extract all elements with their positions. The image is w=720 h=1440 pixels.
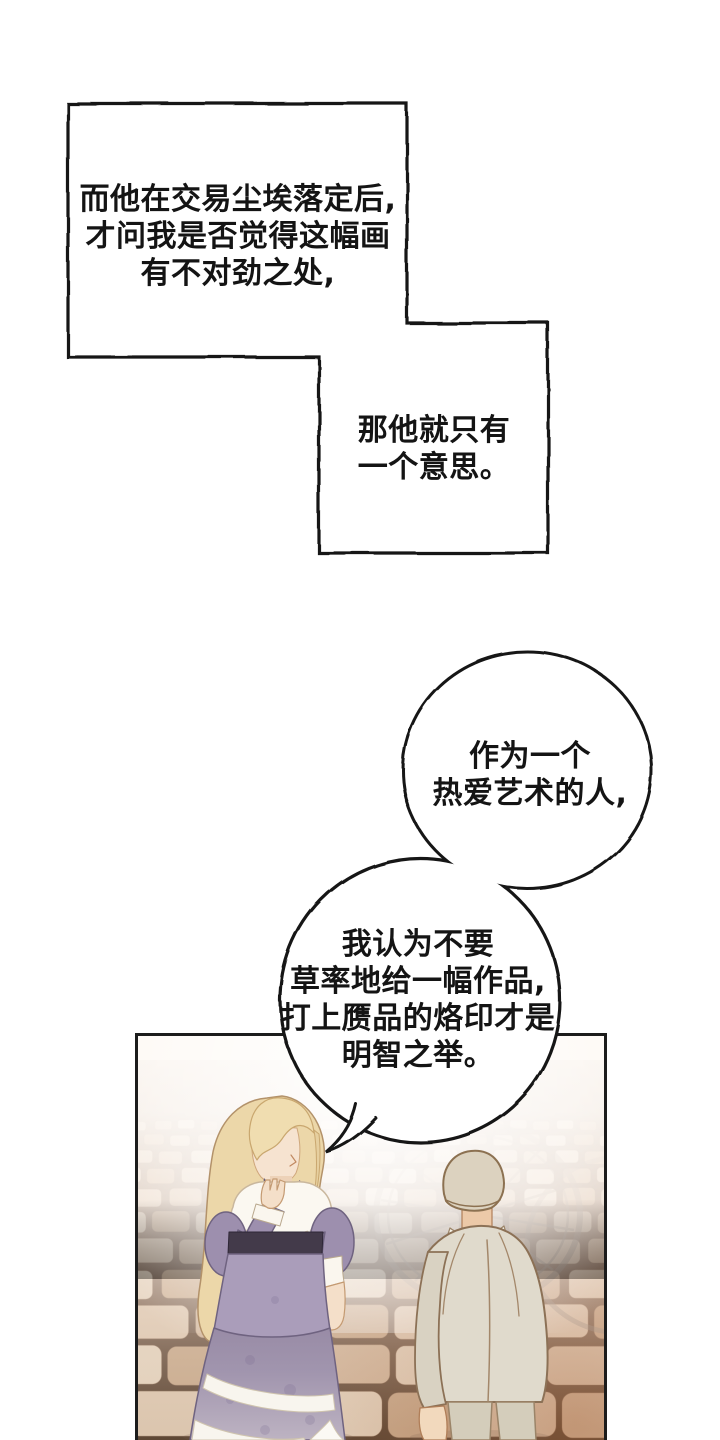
text-line: 热爱艺术的人, <box>432 776 628 811</box>
lace-band-1 <box>202 1373 336 1413</box>
narration-box1-text: 而他在交易尘埃落定后, 才问我是否觉得这幅画 有不对劲之处, <box>70 181 406 292</box>
text-line: 我认为不要 <box>341 927 495 962</box>
text-line: 作为一个 <box>469 739 591 774</box>
speech-bubble-2 <box>278 856 562 1144</box>
bubble-tail <box>325 1102 378 1154</box>
man-hand <box>418 1405 448 1440</box>
bubble2-text: 我认为不要 草率地给一幅作品, 打上赝品的烙印才是 明智之举。 <box>268 926 568 1074</box>
woman-bangs <box>248 1097 315 1161</box>
lace-band-2 <box>191 1419 306 1440</box>
peplum <box>213 1253 331 1339</box>
woman-figure <box>189 1095 355 1440</box>
text-line: 而他在交易尘埃落定后, <box>79 182 397 217</box>
man-sleeve <box>414 1251 449 1409</box>
raised-hand <box>260 1178 286 1209</box>
man-trousers <box>447 1401 537 1440</box>
text-line: 才问我是否觉得这幅画 <box>85 219 391 254</box>
text-line: 草率地给一幅作品, <box>290 964 546 999</box>
text-line: 有不对劲之处, <box>140 256 336 291</box>
woman-nose <box>289 1154 297 1167</box>
text-line: 明智之举。 <box>341 1038 495 1073</box>
narration-box2-text: 那他就只有 一个意思。 <box>321 412 547 486</box>
speech-bubbles <box>278 650 653 1154</box>
text-line: 打上赝品的烙印才是 <box>280 1001 556 1036</box>
narration-boxes <box>66 102 550 555</box>
text-line: 一个意思。 <box>357 450 511 485</box>
woman-belt <box>227 1231 324 1255</box>
text-line: 那他就只有 <box>357 413 511 448</box>
raised-cuff <box>251 1203 285 1227</box>
man-figure <box>414 1149 549 1440</box>
panel-illustration <box>135 1033 607 1440</box>
bubble1-text: 作为一个 热爱艺术的人, <box>400 738 660 812</box>
hem-ruffle <box>309 1419 345 1440</box>
man-cap <box>442 1149 505 1212</box>
narration-box-outline <box>66 102 550 555</box>
